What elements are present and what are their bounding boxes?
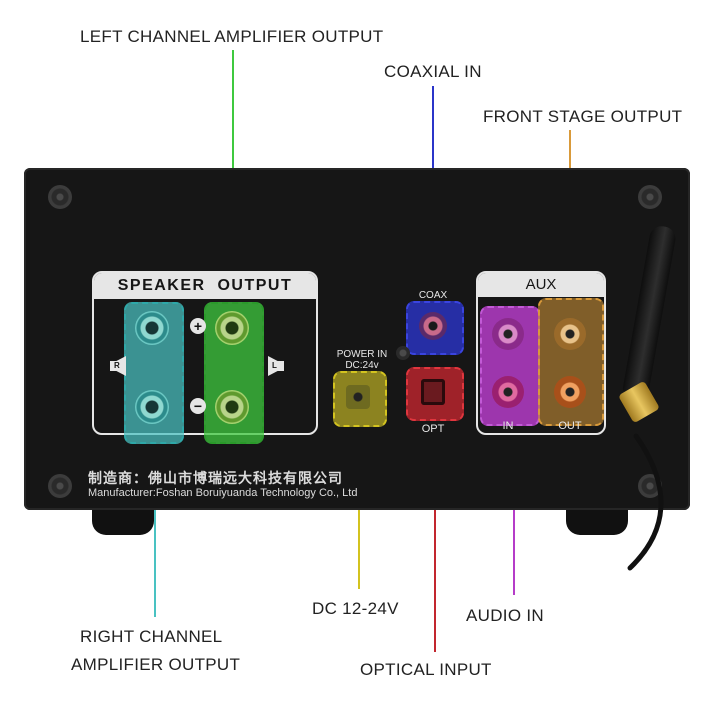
left-speaker-icon xyxy=(268,356,284,376)
amplifier-rear-panel: SPEAKER OUTPUT + − R L POWER IN DC:24v C… xyxy=(24,168,690,510)
right-channel-leader xyxy=(154,441,156,617)
right-channel-callout-line1: RIGHT CHANNEL xyxy=(80,627,223,646)
manufacturer-chinese: 制造商：佛山市博瑞远大科技有限公司 xyxy=(88,470,343,486)
aux-title: AUX xyxy=(478,273,604,297)
coaxial-in-callout: COAXIAL IN xyxy=(384,62,482,81)
left-negative-terminal[interactable] xyxy=(215,390,249,424)
antenna-icon xyxy=(622,224,678,397)
dc-jack-socket xyxy=(346,385,370,409)
opt-label: OPT xyxy=(421,423,445,435)
ground-screw-icon xyxy=(396,346,410,360)
right-positive-terminal[interactable] xyxy=(135,311,169,345)
right-channel-callout-line2: AMPLIFIER OUTPUT xyxy=(71,655,241,674)
right-channel-letter: R xyxy=(114,361,120,370)
power-in-label: POWER IN xyxy=(336,349,388,360)
manufacturer-english: Manufacturer:Foshan Boruiyuanda Technolo… xyxy=(88,487,358,499)
right-foot xyxy=(566,505,628,535)
aux-in-label: IN xyxy=(502,420,514,432)
screw-icon xyxy=(48,185,72,209)
aux-out-label: OUT xyxy=(558,420,582,432)
audio-in-callout: AUDIO IN xyxy=(466,606,544,625)
coax-label: COAX xyxy=(418,290,448,301)
screw-icon xyxy=(48,474,72,498)
left-positive-terminal[interactable] xyxy=(215,311,249,345)
optical-leader xyxy=(434,432,436,652)
left-channel-callout: LEFT CHANNEL AMPLIFIER OUTPUT xyxy=(80,27,384,46)
out-upper-rca[interactable] xyxy=(554,318,586,350)
right-speaker-icon xyxy=(110,356,126,376)
right-negative-terminal[interactable] xyxy=(135,390,169,424)
front-stage-callout: FRONT STAGE OUTPUT xyxy=(483,107,683,126)
plus-icon: + xyxy=(190,318,206,334)
speaker-output-panel: SPEAKER OUTPUT xyxy=(92,271,318,435)
screw-icon xyxy=(638,185,662,209)
left-channel-letter: L xyxy=(272,361,277,370)
optical-socket xyxy=(421,379,445,405)
minus-icon: − xyxy=(190,398,206,414)
audio-in-upper-rca[interactable] xyxy=(492,318,524,350)
out-lower-rca[interactable] xyxy=(554,376,586,408)
aux-panel: AUX xyxy=(476,271,606,435)
dc-callout: DC 12-24V xyxy=(312,599,399,618)
speaker-output-title: SPEAKER OUTPUT xyxy=(94,273,316,299)
screw-icon xyxy=(638,474,662,498)
optical-input-callout: OPTICAL INPUT xyxy=(360,660,492,679)
audio-in-lower-rca[interactable] xyxy=(492,376,524,408)
audio-in-leader xyxy=(513,435,515,595)
left-foot xyxy=(92,505,154,535)
coax-socket xyxy=(419,312,447,340)
power-voltage-label: DC:24v xyxy=(345,360,379,371)
